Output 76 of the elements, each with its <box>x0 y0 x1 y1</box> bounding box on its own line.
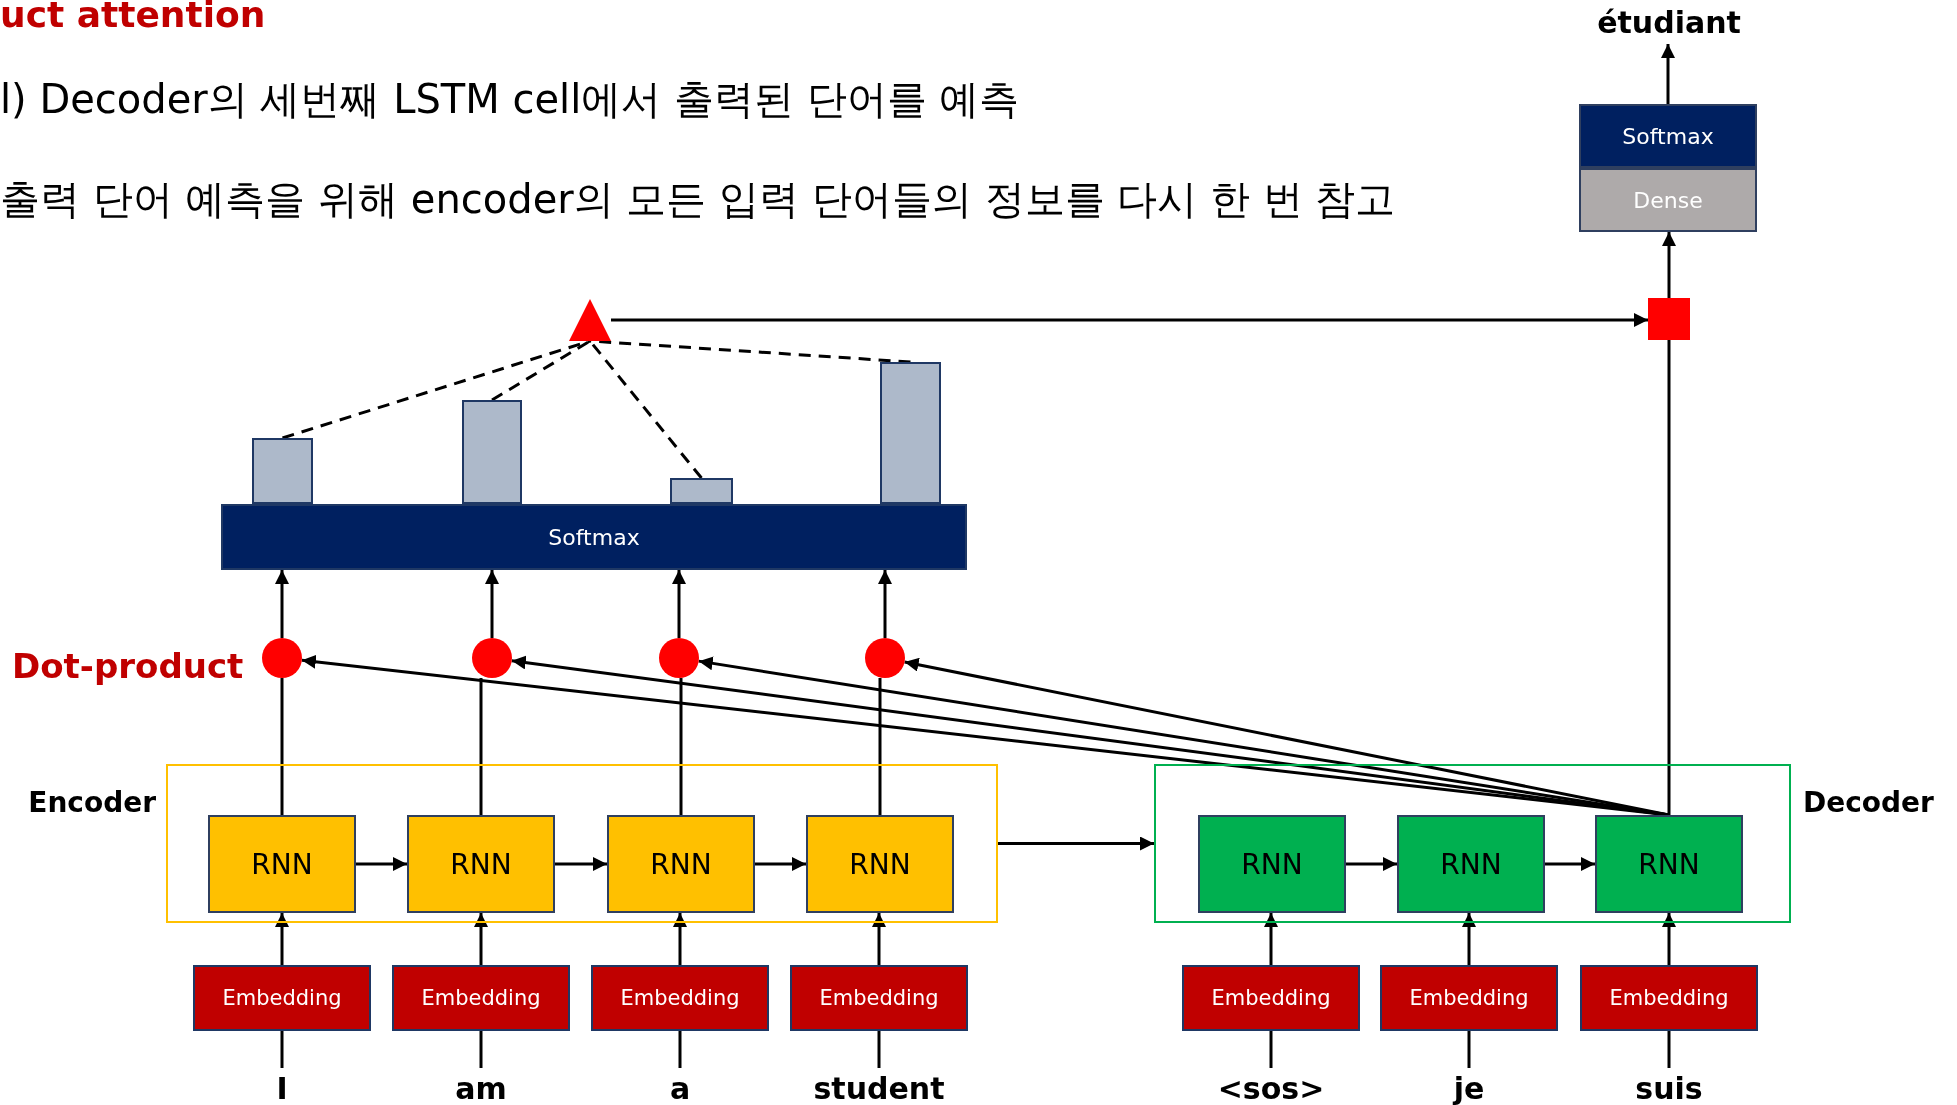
description-text: 출력 단어 예측을 위해 encoder의 모든 입력 단어들의 정보를 다시 한 번 참고 <box>0 175 1396 224</box>
dashed-line <box>589 339 911 364</box>
connector-line <box>280 678 284 815</box>
arrow <box>872 913 886 965</box>
attention-bar <box>670 478 733 504</box>
arrow <box>1662 913 1676 965</box>
arrow <box>275 570 289 638</box>
connector-line <box>1667 340 1671 815</box>
dot-product-circle <box>472 638 512 678</box>
arrow <box>1661 44 1675 104</box>
softmax-layer: Softmax <box>1579 104 1757 168</box>
input-word: je <box>1399 1068 1539 1105</box>
embedding-box: Embedding <box>1380 965 1558 1031</box>
attention-bar <box>880 362 941 504</box>
arrow <box>1662 232 1676 298</box>
arrow <box>672 570 686 638</box>
arrow <box>1462 913 1476 965</box>
rnn-cell: RNN <box>1198 815 1346 913</box>
dense-layer: Dense <box>1579 168 1757 232</box>
connector-line <box>878 678 882 815</box>
embedding-box: Embedding <box>392 965 570 1031</box>
embedding-box: Embedding <box>790 965 968 1031</box>
annotation-label: Dot-product <box>12 646 244 686</box>
arrow <box>485 570 499 638</box>
arrow <box>755 857 806 871</box>
arrow <box>673 913 687 965</box>
group-heading: Encoder <box>28 786 156 819</box>
connector-line <box>1667 1031 1671 1068</box>
dot-product-circle <box>659 638 699 678</box>
connector-line <box>280 1031 284 1068</box>
dashed-line <box>282 339 591 440</box>
connector-line <box>877 1031 881 1068</box>
input-word: a <box>610 1068 750 1105</box>
embedding-box: Embedding <box>1182 965 1360 1031</box>
rnn-cell: RNN <box>407 815 555 913</box>
connector-line <box>479 678 483 815</box>
embedding-box: Embedding <box>591 965 769 1031</box>
connector-line <box>679 678 683 815</box>
softmax-layer: Softmax <box>221 504 967 570</box>
connector-line <box>1467 1031 1471 1068</box>
input-word: <sos> <box>1201 1068 1341 1105</box>
arrow <box>998 836 1154 851</box>
attention-bar <box>252 438 313 504</box>
rnn-cell: RNN <box>806 815 954 913</box>
embedding-box: Embedding <box>1580 965 1758 1031</box>
description-text: l) Decoder의 세번째 LSTM cell에서 출력된 단어를 예측 <box>0 75 1020 124</box>
arrow <box>611 313 1648 327</box>
connector-line <box>1269 1031 1273 1068</box>
arrow <box>1545 857 1595 871</box>
connector-line <box>479 1031 483 1068</box>
attention-bar <box>462 400 522 504</box>
arrow <box>356 857 407 871</box>
arrow <box>878 570 892 638</box>
rnn-cell: RNN <box>208 815 356 913</box>
input-word: student <box>809 1068 949 1105</box>
arrow <box>275 913 289 965</box>
dot-product-circle <box>262 638 302 678</box>
input-word: I <box>212 1068 352 1105</box>
concat-square <box>1648 298 1690 340</box>
group-heading: Decoder <box>1803 786 1934 819</box>
arrow <box>1346 857 1397 871</box>
dot-product-circle <box>865 638 905 678</box>
arrow <box>474 913 488 965</box>
input-word: suis <box>1599 1068 1739 1105</box>
rnn-cell: RNN <box>607 815 755 913</box>
title: uct attention <box>0 0 266 35</box>
input-word: am <box>411 1068 551 1105</box>
output-word: étudiant <box>1599 0 1739 44</box>
arrow <box>555 857 607 871</box>
context-triangle <box>569 299 611 341</box>
connector-line <box>678 1031 682 1068</box>
arrow <box>1264 913 1278 965</box>
dashed-line <box>491 339 591 402</box>
embedding-box: Embedding <box>193 965 371 1031</box>
rnn-cell: RNN <box>1595 815 1743 913</box>
rnn-cell: RNN <box>1397 815 1545 913</box>
